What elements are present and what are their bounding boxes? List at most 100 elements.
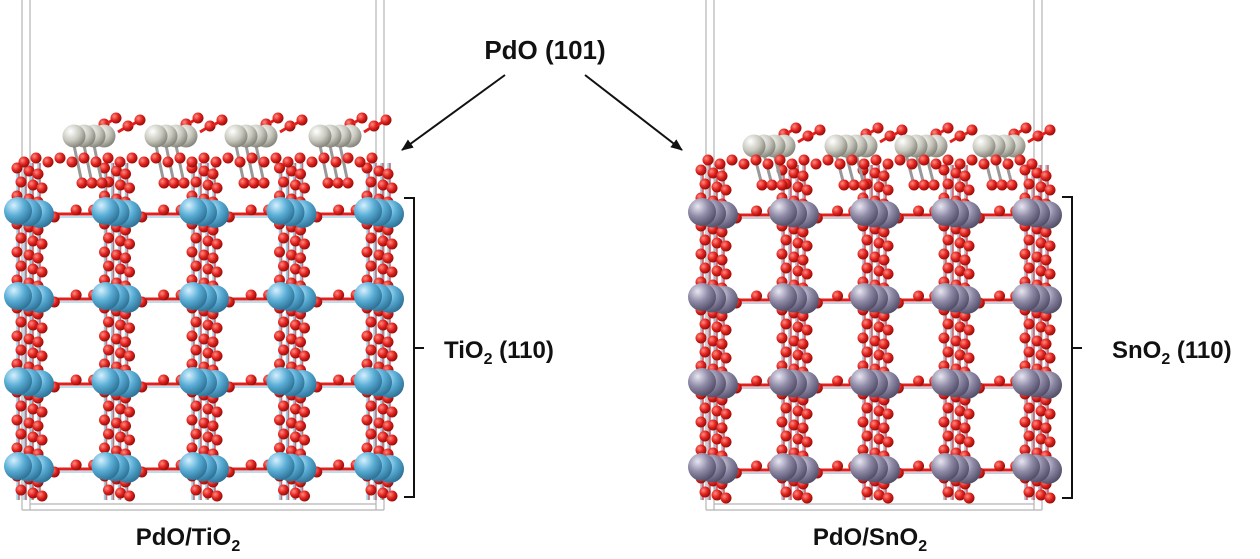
oxygen-atom (1040, 254, 1052, 266)
oxygen-atom (158, 459, 170, 471)
titanium-atom (4, 367, 32, 395)
oxygen-atom (76, 177, 88, 189)
oxygen-atom (848, 179, 860, 191)
oxygen-atom (942, 122, 954, 134)
oxygen-atom (882, 492, 894, 504)
oxygen-atom (963, 436, 975, 448)
oxygen-atom (115, 319, 126, 331)
oxygen-atom (207, 420, 219, 432)
oxygen-atom (1044, 124, 1056, 136)
oxygen-atom (120, 252, 131, 264)
oxygen-atom (32, 420, 44, 432)
oxygen-atom (274, 246, 285, 258)
oxygen-atom (908, 179, 920, 191)
oxygen-atom (882, 352, 894, 364)
oxygen-atom (959, 226, 971, 238)
oxygen-atom (954, 181, 966, 193)
oxygen-atom (913, 205, 925, 217)
oxygen-atom (1044, 268, 1056, 280)
oxygen-atom (111, 417, 122, 429)
oxygen-atom (942, 234, 954, 246)
oxygen-atom (959, 170, 971, 182)
surface-oxygen-atom (942, 154, 954, 166)
oxygen-atom (290, 347, 301, 359)
oxygen-atom (954, 265, 966, 277)
oxygen-atom (832, 375, 844, 387)
oxygen-atom (11, 330, 23, 342)
oxygen-atom (797, 338, 809, 350)
oxygen-atom (861, 346, 873, 358)
tin-atom (850, 368, 878, 396)
oxygen-atom (11, 246, 23, 258)
surface-oxygen-atom (30, 152, 42, 164)
oxygen-atom (699, 430, 711, 442)
oxygen-atom (861, 486, 873, 498)
oxygen-atom (238, 177, 250, 189)
oxygen-atom (368, 120, 380, 132)
oxygen-atom (695, 248, 707, 260)
oxygen-atom (202, 179, 214, 191)
oxygen-atom (373, 165, 385, 177)
oxygen-atom (1023, 318, 1035, 330)
oxygen-atom (1040, 226, 1052, 238)
oxygen-atom (707, 419, 719, 431)
oxygen-atom (1031, 251, 1043, 263)
oxygen-atom (832, 205, 844, 217)
oxygen-atom (274, 358, 285, 370)
oxygen-atom (386, 406, 398, 418)
arrow-to-right (584, 74, 683, 151)
pdo-tio2-structure (4, 0, 404, 511)
oxygen-atom (211, 322, 223, 334)
surface-oxygen-atom (54, 152, 66, 164)
oxygen-atom (751, 290, 763, 302)
oxygen-atom (202, 431, 214, 443)
pdo-overlayer (18, 112, 392, 189)
atom-layer (4, 162, 404, 502)
oxygen-atom (286, 165, 297, 177)
oxygen-atom (780, 346, 792, 358)
oxygen-atom (950, 419, 962, 431)
oxygen-atom (792, 433, 804, 445)
surface-oxygen-atom (762, 158, 774, 170)
oxygen-atom (873, 181, 885, 193)
surface-oxygen-atom (102, 152, 114, 164)
sno2-support-label: SnO2 (110) (1112, 337, 1232, 368)
oxygen-atom (158, 289, 170, 301)
oxygen-atom (377, 487, 389, 499)
titanium-atom (4, 452, 32, 480)
oxygen-atom (377, 403, 389, 415)
oxygen-atom (1031, 167, 1043, 179)
surface-oxygen-atom (954, 158, 966, 170)
oxygen-atom (361, 414, 373, 426)
oxygen-atom (801, 268, 813, 280)
oxygen-atom (788, 167, 800, 179)
oxygen-atom (776, 179, 788, 191)
oxygen-atom (290, 431, 301, 443)
oxygen-atom (278, 428, 289, 440)
palladium-atom (972, 134, 996, 158)
oxygen-atom (96, 177, 108, 189)
oxygen-atom (365, 484, 377, 496)
oxygen-atom (36, 182, 48, 194)
oxygen-atom (1035, 265, 1047, 277)
oxygen-atom (124, 238, 135, 250)
oxygen-atom (699, 402, 711, 414)
oxygen-atom (186, 414, 198, 426)
oxygen-atom (954, 433, 966, 445)
oxygen-atom (699, 486, 711, 498)
oxygen-atom (938, 444, 950, 456)
oxygen-atom (322, 177, 334, 189)
oxygen-atom (211, 406, 223, 418)
oxygen-atom (699, 262, 711, 274)
oxygen-atom (954, 349, 966, 361)
oxygen-atom (27, 403, 39, 415)
oxygen-atom (857, 416, 869, 428)
oxygen-atom (361, 442, 373, 454)
oxygen-atom (120, 336, 131, 348)
oxygen-atom (994, 205, 1006, 217)
oxygen-atom (190, 484, 202, 496)
oxygen-atom (99, 442, 110, 454)
oxygen-atom (878, 254, 890, 266)
oxygen-atom (792, 265, 804, 277)
tin-atom (1012, 283, 1040, 311)
